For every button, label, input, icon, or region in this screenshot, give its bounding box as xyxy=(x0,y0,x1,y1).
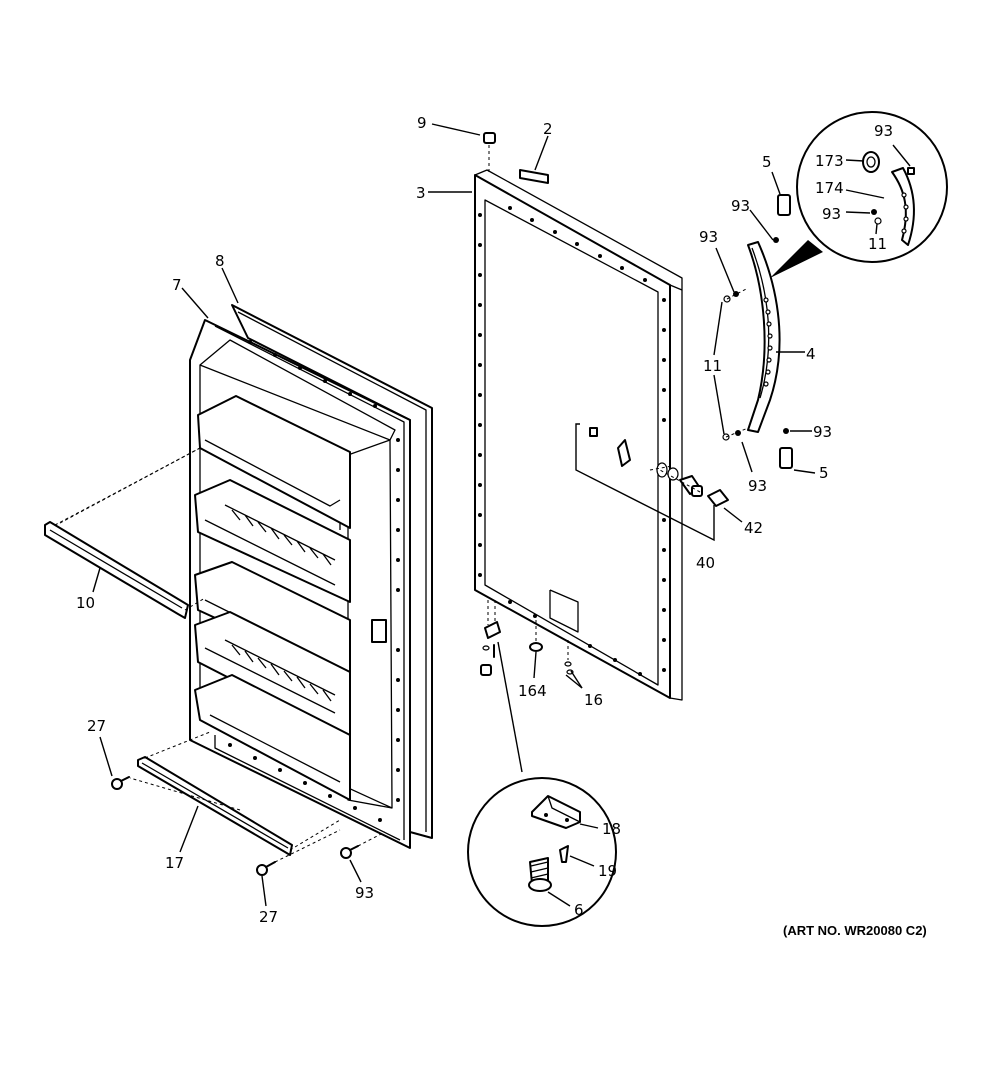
callout-8: 8 xyxy=(215,252,225,270)
handle-detail-magnifier xyxy=(770,111,948,278)
callout-27-left: 27 xyxy=(87,717,106,735)
callout-9: 9 xyxy=(417,114,427,132)
lock-assembly xyxy=(589,427,729,507)
callout-93-detail-mid: 93 xyxy=(822,205,841,223)
door-shelf-top xyxy=(197,395,351,529)
door-shelf-bottom xyxy=(194,674,351,801)
callout-164: 164 xyxy=(518,682,547,700)
alignment-guides xyxy=(59,447,701,863)
part-5-cap-bottom xyxy=(779,447,793,469)
part-17-trim xyxy=(137,731,341,856)
part-4-handle xyxy=(747,241,781,433)
callout-17: 17 xyxy=(165,854,184,872)
part-9-plug xyxy=(483,132,496,172)
callout-labels: 9 2 3 8 7 10 27 17 27 93 5 93 93 11 4 93… xyxy=(76,114,927,938)
callout-93-handle-top: 93 xyxy=(731,197,750,215)
callout-11-handle: 11 xyxy=(703,357,722,375)
part-5-cap-top xyxy=(777,194,791,216)
part-27-screw-b xyxy=(256,861,276,876)
liner-screw-holes xyxy=(228,340,400,822)
callout-19: 19 xyxy=(598,862,617,880)
leader-lines xyxy=(92,123,911,907)
callout-5-bottom: 5 xyxy=(819,464,829,482)
callout-174: 174 xyxy=(815,179,844,197)
panel-screw-holes xyxy=(478,206,666,676)
callout-5-top: 5 xyxy=(762,153,772,171)
callout-4: 4 xyxy=(806,345,816,363)
callout-93-handle-left: 93 xyxy=(699,228,718,246)
callout-93-handle-bottom: 93 xyxy=(748,477,767,495)
callout-173: 173 xyxy=(815,152,844,170)
hinge-detail-magnifier xyxy=(467,641,617,927)
callout-93-handle-right: 93 xyxy=(813,423,832,441)
door-shelf-lower xyxy=(194,611,351,741)
callout-27-bottom: 27 xyxy=(259,908,278,926)
part-10-trim xyxy=(44,447,206,619)
part-27-screw-a xyxy=(111,776,130,790)
part-2-label xyxy=(519,169,549,184)
callout-10: 10 xyxy=(76,594,95,612)
callout-6: 6 xyxy=(574,901,584,919)
part-93-screw-bottom xyxy=(340,831,386,859)
door-liner-assembly xyxy=(189,304,433,849)
callout-18: 18 xyxy=(602,820,621,838)
outer-door-panel xyxy=(474,169,683,701)
callout-3: 3 xyxy=(416,184,426,202)
callout-7: 7 xyxy=(172,276,182,294)
callout-93-detail-top: 93 xyxy=(874,122,893,140)
callout-16: 16 xyxy=(584,691,603,709)
door-shelf-upper xyxy=(194,479,351,603)
callout-93-bottom: 93 xyxy=(355,884,374,902)
callout-11-detail: 11 xyxy=(868,235,887,253)
handle-fasteners xyxy=(722,237,789,441)
art-number: (ART NO. WR20080 C2) xyxy=(783,923,927,938)
callout-2: 2 xyxy=(543,120,553,138)
callout-42: 42 xyxy=(744,519,763,537)
callout-40: 40 xyxy=(696,554,715,572)
